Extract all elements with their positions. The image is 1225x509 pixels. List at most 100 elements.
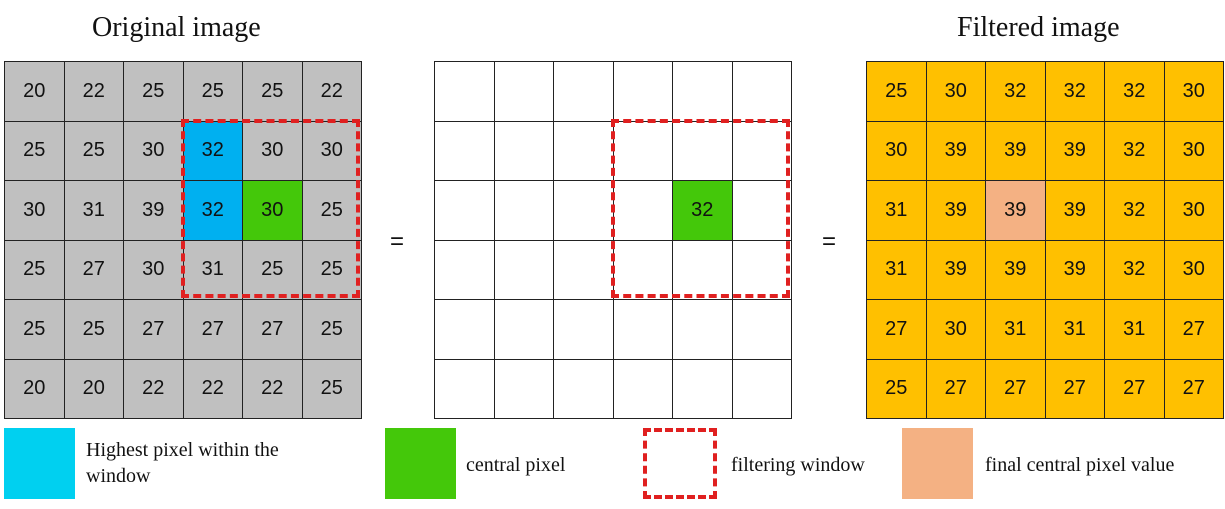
middle-grid-cell-2-4: 32 xyxy=(673,181,733,241)
original-grid-cell-5-5: 25 xyxy=(302,359,362,419)
filtered-grid-cell-5-1: 27 xyxy=(926,359,986,419)
filtering-window-swatch xyxy=(643,428,717,499)
middle-grid-cell-4-0 xyxy=(435,300,495,360)
original-grid-cell-1-3: 32 xyxy=(183,121,243,181)
original-grid-cell-4-4: 27 xyxy=(243,300,303,360)
original-grid-cell-3-4: 25 xyxy=(243,240,303,300)
original-grid-cell-0-4: 25 xyxy=(243,62,303,122)
original-grid-cell-2-5: 25 xyxy=(302,181,362,241)
middle-grid-cell-1-1 xyxy=(494,121,554,181)
filtered-grid-cell-2-0: 31 xyxy=(867,181,927,241)
original-grid-cell-5-3: 22 xyxy=(183,359,243,419)
filtered-grid-cell-1-0: 30 xyxy=(867,121,927,181)
filtering-window-label: filtering window xyxy=(731,454,865,476)
original-grid-cell-3-3: 31 xyxy=(183,240,243,300)
middle-window-grid: 32 xyxy=(434,61,792,419)
original-grid-cell-1-0: 25 xyxy=(5,121,65,181)
original-grid-cell-3-2: 30 xyxy=(124,240,184,300)
middle-grid-cell-0-2 xyxy=(554,62,614,122)
middle-grid-cell-1-0 xyxy=(435,121,495,181)
filtered-grid-cell-4-1: 30 xyxy=(926,300,986,360)
original-grid-cell-5-1: 20 xyxy=(64,359,124,419)
middle-grid-cell-1-3 xyxy=(613,121,673,181)
original-grid-cell-2-4: 30 xyxy=(243,181,303,241)
middle-grid-cell-2-0 xyxy=(435,181,495,241)
original-grid-cell-0-5: 22 xyxy=(302,62,362,122)
middle-grid-cell-3-0 xyxy=(435,240,495,300)
filtered-grid-cell-0-4: 32 xyxy=(1105,62,1165,122)
original-grid-cell-0-0: 20 xyxy=(5,62,65,122)
middle-grid-cell-0-5 xyxy=(732,62,792,122)
highest-pixel-swatch xyxy=(4,428,75,499)
original-grid-cell-3-5: 25 xyxy=(302,240,362,300)
filtered-grid-cell-4-0: 27 xyxy=(867,300,927,360)
filtered-grid-cell-0-0: 25 xyxy=(867,62,927,122)
middle-grid-cell-2-5 xyxy=(732,181,792,241)
middle-grid-cell-3-4 xyxy=(673,240,733,300)
original-grid-cell-4-1: 25 xyxy=(64,300,124,360)
original-grid-cell-1-4: 30 xyxy=(243,121,303,181)
filtered-grid-cell-4-3: 31 xyxy=(1045,300,1105,360)
filtered-grid-cell-5-0: 25 xyxy=(867,359,927,419)
middle-grid-cell-0-1 xyxy=(494,62,554,122)
filtered-grid-cell-2-2: 39 xyxy=(986,181,1046,241)
filtered-grid-cell-1-1: 39 xyxy=(926,121,986,181)
filtered-grid-cell-3-1: 39 xyxy=(926,240,986,300)
original-image-title: Original image xyxy=(92,12,261,43)
original-grid-cell-5-0: 20 xyxy=(5,359,65,419)
central-pixel-label: central pixel xyxy=(466,454,566,476)
filtered-grid-cell-3-2: 39 xyxy=(986,240,1046,300)
original-grid-cell-5-4: 22 xyxy=(243,359,303,419)
filtered-grid-cell-3-5: 30 xyxy=(1164,240,1224,300)
filtered-grid-cell-4-2: 31 xyxy=(986,300,1046,360)
filtered-grid-cell-3-0: 31 xyxy=(867,240,927,300)
original-grid-cell-3-0: 25 xyxy=(5,240,65,300)
filtered-grid-cell-2-4: 32 xyxy=(1105,181,1165,241)
filtered-grid-cell-3-4: 32 xyxy=(1105,240,1165,300)
filtered-grid-cell-2-3: 39 xyxy=(1045,181,1105,241)
equals-sign-1: = xyxy=(390,228,405,255)
middle-grid-cell-0-4 xyxy=(673,62,733,122)
middle-grid-cell-1-4 xyxy=(673,121,733,181)
final-pixel-swatch xyxy=(902,428,973,499)
middle-grid-cell-5-3 xyxy=(613,359,673,419)
filtered-grid-cell-5-2: 27 xyxy=(986,359,1046,419)
middle-grid-cell-2-3 xyxy=(613,181,673,241)
original-grid-cell-2-0: 30 xyxy=(5,181,65,241)
filtered-grid-cell-0-5: 30 xyxy=(1164,62,1224,122)
filtered-grid-cell-5-4: 27 xyxy=(1105,359,1165,419)
filtered-grid-cell-0-3: 32 xyxy=(1045,62,1105,122)
middle-grid-cell-1-2 xyxy=(554,121,614,181)
middle-grid-cell-5-0 xyxy=(435,359,495,419)
original-grid-cell-3-1: 27 xyxy=(64,240,124,300)
highest-pixel-label: Highest pixel within the window xyxy=(86,439,279,487)
original-grid-cell-4-2: 27 xyxy=(124,300,184,360)
middle-grid-cell-4-3 xyxy=(613,300,673,360)
middle-grid-cell-2-2 xyxy=(554,181,614,241)
filtered-grid-cell-4-4: 31 xyxy=(1105,300,1165,360)
middle-grid-cell-3-1 xyxy=(494,240,554,300)
original-grid-cell-4-5: 25 xyxy=(302,300,362,360)
filtered-grid-cell-1-3: 39 xyxy=(1045,121,1105,181)
original-grid-cell-1-1: 25 xyxy=(64,121,124,181)
filtered-image-title: Filtered image xyxy=(957,12,1120,43)
middle-grid-cell-5-1 xyxy=(494,359,554,419)
filtered-grid-cell-4-5: 27 xyxy=(1164,300,1224,360)
middle-grid-cell-4-4 xyxy=(673,300,733,360)
filtered-grid-cell-5-3: 27 xyxy=(1045,359,1105,419)
filtered-grid-cell-1-4: 32 xyxy=(1105,121,1165,181)
original-grid-cell-0-1: 22 xyxy=(64,62,124,122)
middle-grid-cell-4-1 xyxy=(494,300,554,360)
middle-grid-cell-1-5 xyxy=(732,121,792,181)
original-grid-cell-2-2: 39 xyxy=(124,181,184,241)
middle-grid-cell-5-5 xyxy=(732,359,792,419)
original-grid-cell-4-3: 27 xyxy=(183,300,243,360)
middle-grid-cell-3-3 xyxy=(613,240,673,300)
original-grid-cell-0-2: 25 xyxy=(124,62,184,122)
middle-grid-cell-0-3 xyxy=(613,62,673,122)
middle-grid-cell-5-4 xyxy=(673,359,733,419)
filtered-grid-cell-1-5: 30 xyxy=(1164,121,1224,181)
middle-grid-cell-4-2 xyxy=(554,300,614,360)
